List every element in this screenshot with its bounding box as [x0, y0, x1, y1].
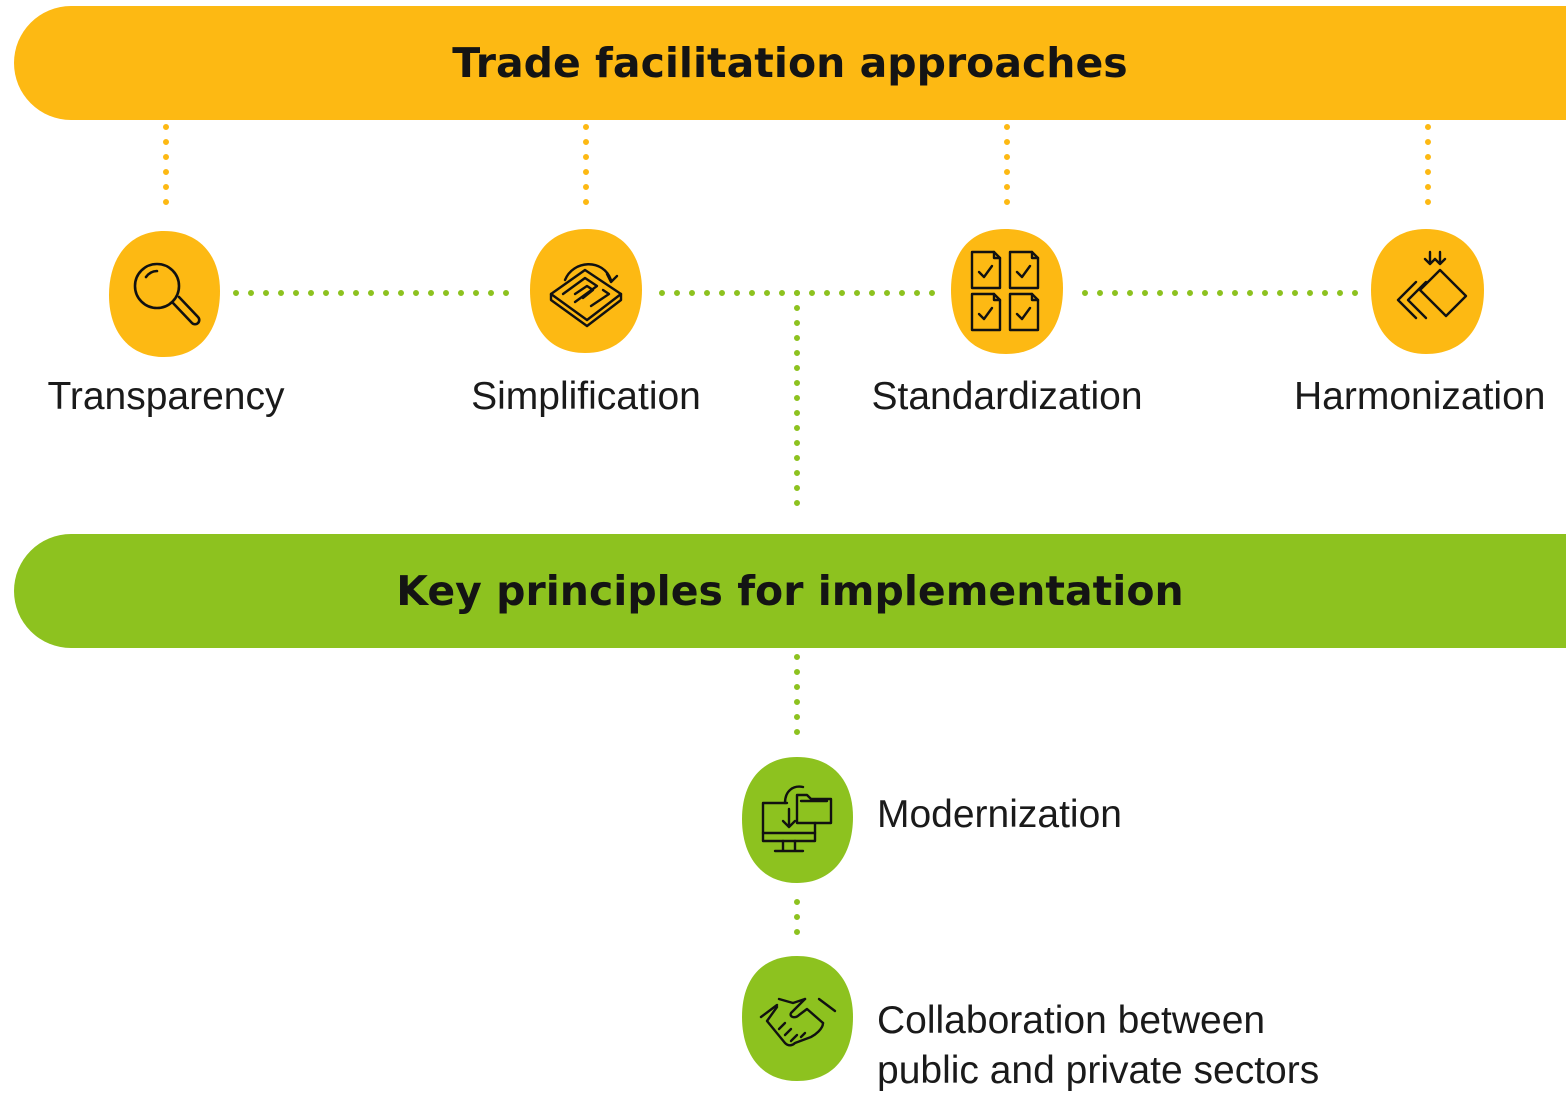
computer-folder-icon: [761, 785, 833, 853]
collaboration-label: Collaboration between public and private…: [877, 996, 1319, 1096]
transparency-label: Transparency: [47, 375, 285, 418]
approaches-header-bar: Trade facilitation approaches: [14, 6, 1566, 120]
principles-title: Key principles for implementation: [396, 567, 1184, 615]
harmonization-label: Harmonization: [1294, 375, 1546, 418]
handshake-icon: [759, 997, 837, 1047]
approaches-title: Trade facilitation approaches: [452, 39, 1128, 87]
aligned-layers-icon: [1396, 250, 1468, 320]
modernization-label: Modernization: [877, 793, 1122, 836]
standardization-label: Standardization: [871, 375, 1143, 418]
magnifier-icon: [133, 262, 201, 326]
maze-icon: [549, 263, 623, 328]
collaboration-label-line1: Collaboration between: [877, 999, 1266, 1042]
standardization-node: [948, 226, 1066, 356]
modernization-node: [739, 755, 857, 885]
collaboration-node: [739, 953, 857, 1083]
principles-header-bar: Key principles for implementation: [14, 534, 1566, 648]
simplification-label: Simplification: [471, 375, 701, 418]
transparency-node: [106, 229, 224, 359]
collaboration-label-line2: public and private sectors: [877, 1049, 1320, 1092]
documents-grid-icon: [970, 250, 1040, 332]
harmonization-node: [1368, 226, 1486, 356]
simplification-node: [527, 226, 645, 356]
